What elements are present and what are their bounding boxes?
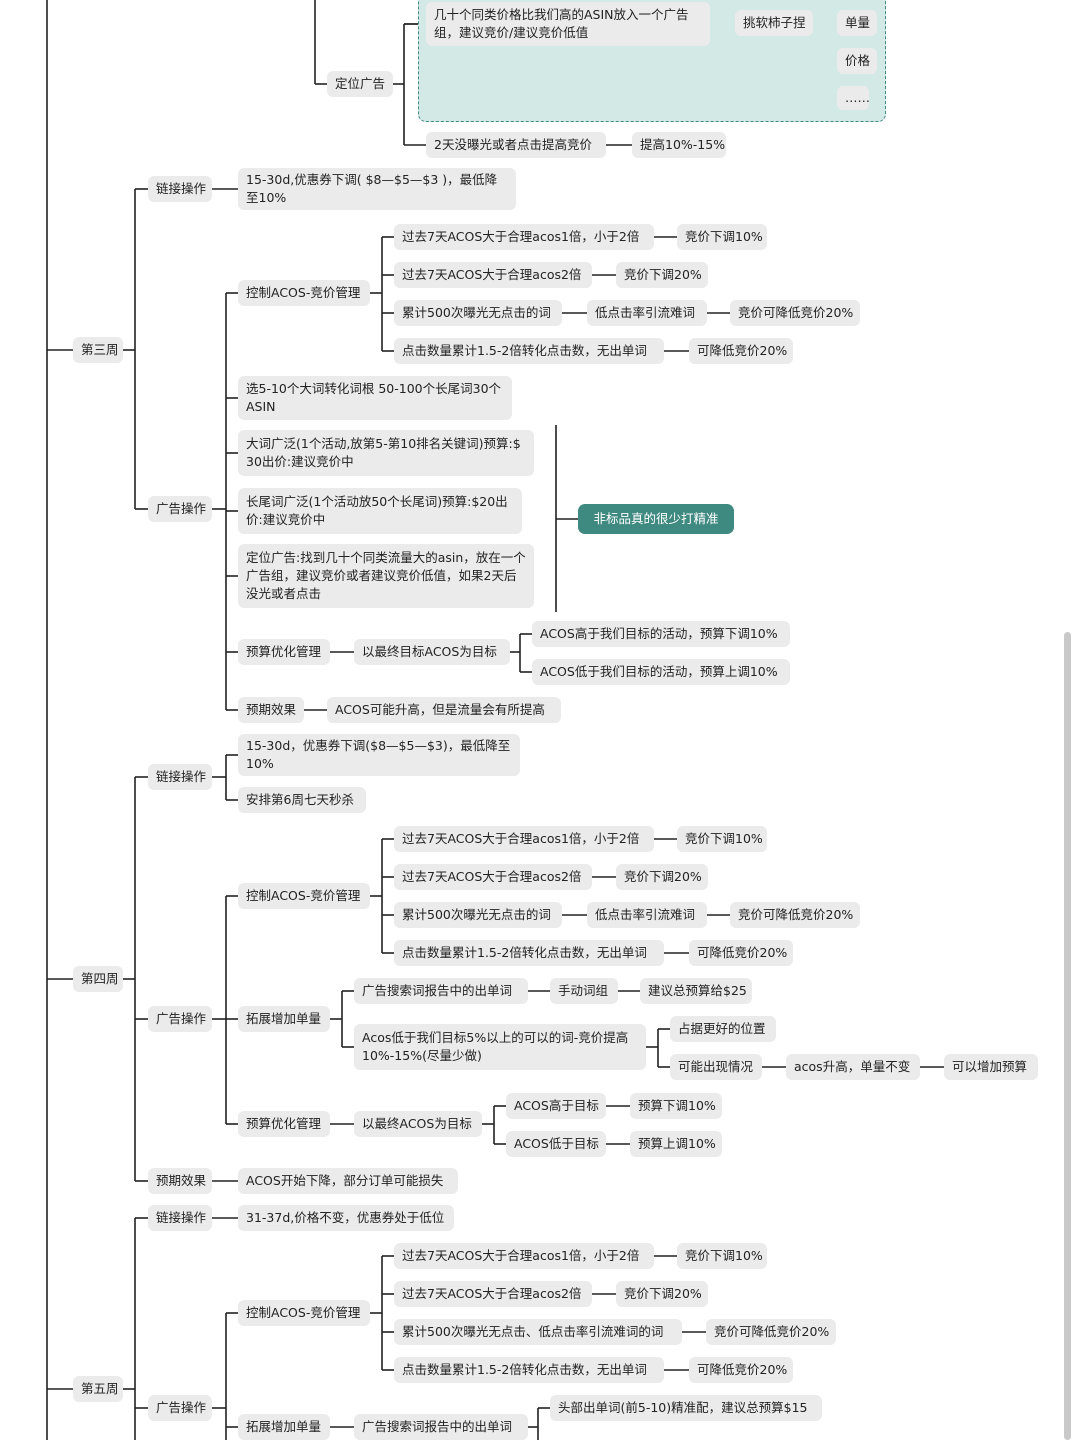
node-w5-ad-op[interactable]: 广告操作 bbox=[148, 1395, 212, 1421]
node-w4-e2b2[interactable]: 可以增加预算 bbox=[944, 1054, 1038, 1080]
node-w5-c2r[interactable]: 竞价下调20% bbox=[616, 1281, 708, 1307]
node-w4-c3[interactable]: 累计500次曝光无点击的词 bbox=[394, 902, 562, 928]
node-week5[interactable]: 第五周 bbox=[73, 1376, 123, 1402]
node-w5-e1a[interactable]: 头部出单词(前5-10)精准配，建议总预算$15 bbox=[550, 1395, 822, 1421]
node-w4-c2r[interactable]: 竞价下调20% bbox=[616, 864, 708, 890]
node-w3-a2[interactable]: 大词广泛(1个活动,放第5-第10排名关键词)预算:$ 30出价:建议竞价中 bbox=[238, 430, 534, 476]
node-w3-b2[interactable]: ACOS低于我们目标的活动，预算上调10% bbox=[532, 659, 790, 685]
node-w5-c3[interactable]: 累计500次曝光无点击、低点击率引流难词的词 bbox=[394, 1319, 682, 1345]
node-w5-price[interactable]: 31-37d,价格不变，优惠券处于低位 bbox=[238, 1205, 454, 1231]
node-w4-c1r[interactable]: 竞价下调10% bbox=[677, 826, 767, 852]
node-w4-c4[interactable]: 点击数量累计1.5-2倍转化点击数，无出单词 bbox=[394, 940, 664, 966]
node-w3-b1[interactable]: ACOS高于我们目标的活动，预算下调10% bbox=[532, 621, 790, 647]
node-w3-c2[interactable]: 过去7天ACOS大于合理acos2倍 bbox=[394, 262, 592, 288]
node-w4-budget-goal[interactable]: 以最终ACOS为目标 bbox=[354, 1111, 482, 1137]
node-w3-a4[interactable]: 定位广告:找到几十个同类流量大的asin，放在一个广告组，建议竞价或者建议竞价低… bbox=[238, 544, 534, 608]
node-w4-budget[interactable]: 预算优化管理 bbox=[238, 1111, 330, 1137]
node-w4-e1m[interactable]: 手动词组 bbox=[550, 978, 618, 1004]
node-w4-c4r[interactable]: 可降低竞价20% bbox=[689, 940, 793, 966]
node-w5-c2[interactable]: 过去7天ACOS大于合理acos2倍 bbox=[394, 1281, 592, 1307]
node-w3-budget[interactable]: 预算优化管理 bbox=[238, 639, 330, 665]
node-w3-coupon[interactable]: 15-30d,优惠券下调( $8—$5—$3 )，最低降至10% bbox=[238, 168, 516, 210]
node-w3-link-op[interactable]: 链接操作 bbox=[148, 176, 212, 202]
node-w5-link-op[interactable]: 链接操作 bbox=[148, 1205, 212, 1231]
node-w3-c3r[interactable]: 竞价可降低竞价20% bbox=[730, 300, 860, 326]
node-w5-c4r[interactable]: 可降低竞价20% bbox=[689, 1357, 793, 1383]
node-w3-c4r[interactable]: 可降低竞价20% bbox=[689, 338, 793, 364]
node-w3-ad-op[interactable]: 广告操作 bbox=[148, 496, 212, 522]
node-w5-e1[interactable]: 广告搜索词报告中的出单词 bbox=[354, 1414, 528, 1440]
node-w3-a1[interactable]: 选5-10个大词转化词根 50-100个长尾词30个ASIN bbox=[238, 376, 512, 420]
node-w4-b1[interactable]: ACOS高于目标 bbox=[506, 1093, 606, 1119]
node-w3-c1r[interactable]: 竞价下调10% bbox=[677, 224, 767, 250]
node-w4-c2[interactable]: 过去7天ACOS大于合理acos2倍 bbox=[394, 864, 592, 890]
node-week4[interactable]: 第四周 bbox=[73, 966, 123, 992]
node-raise-10-15[interactable]: 提高10%-15% bbox=[632, 132, 726, 158]
node-w3-expect[interactable]: 预期效果 bbox=[238, 697, 304, 723]
node-w4-b2[interactable]: ACOS低于目标 bbox=[506, 1131, 606, 1157]
node-w3-c2r[interactable]: 竞价下调20% bbox=[616, 262, 708, 288]
node-w4-c3m[interactable]: 低点击率引流难词 bbox=[587, 902, 707, 928]
node-w3-acos-ctrl[interactable]: 控制ACOS-竞价管理 bbox=[238, 280, 370, 306]
node-w4-e2b[interactable]: 可能出现情况 bbox=[670, 1054, 762, 1080]
node-w3-budget-goal[interactable]: 以最终目标ACOS为目标 bbox=[354, 639, 510, 665]
node-w3-c1[interactable]: 过去7天ACOS大于合理acos1倍，小于2倍 bbox=[394, 224, 654, 250]
node-w3-c3m[interactable]: 低点击率引流难词 bbox=[587, 300, 707, 326]
node-w5-c3r[interactable]: 竞价可降低竞价20% bbox=[706, 1319, 836, 1345]
node-w4-expect-v[interactable]: ACOS开始下降，部分订单可能损失 bbox=[238, 1168, 458, 1194]
node-w4-e2a[interactable]: 占据更好的位置 bbox=[670, 1016, 776, 1042]
node-w3-expect-v[interactable]: ACOS可能升高，但是流量会有所提高 bbox=[327, 697, 561, 723]
node-w4-ad-op[interactable]: 广告操作 bbox=[148, 1006, 212, 1032]
node-w4-coupon[interactable]: 15-30d，优惠券下调($8—$5—$3)，最低降至10% bbox=[238, 734, 520, 776]
node-w4-flash[interactable]: 安排第6周七天秒杀 bbox=[238, 787, 366, 813]
node-w4-e2[interactable]: Acos低于我们目标5%以上的可以的词-竞价提高10%-15%(尽量少做) bbox=[354, 1024, 646, 1070]
node-w5-c4[interactable]: 点击数量累计1.5-2倍转化点击数，无出单词 bbox=[394, 1357, 664, 1383]
node-w5-expand[interactable]: 拓展增加单量 bbox=[238, 1414, 330, 1440]
node-w5-acos-ctrl[interactable]: 控制ACOS-竞价管理 bbox=[238, 1300, 370, 1326]
node-w3-a3[interactable]: 长尾词广泛(1个活动放50个长尾词)预算:$20出价:建议竞价中 bbox=[238, 488, 522, 534]
node-w4-e2b1[interactable]: acos升高，单量不变 bbox=[786, 1054, 920, 1080]
node-dan-liang[interactable]: 单量 bbox=[837, 10, 877, 36]
node-dots[interactable]: …… bbox=[837, 86, 870, 110]
node-pick-soft[interactable]: 挑软柿子捏 bbox=[735, 10, 813, 36]
vertical-scrollbar[interactable] bbox=[1064, 632, 1071, 1440]
node-week3[interactable]: 第三周 bbox=[73, 337, 123, 363]
node-w4-c1[interactable]: 过去7天ACOS大于合理acos1倍，小于2倍 bbox=[394, 826, 654, 852]
node-w4-expand[interactable]: 拓展增加单量 bbox=[238, 1006, 330, 1032]
node-w4-b2r[interactable]: 预算上调10% bbox=[630, 1131, 722, 1157]
node-w4-c3r[interactable]: 竞价可降低竞价20% bbox=[730, 902, 860, 928]
node-w4-b1r[interactable]: 预算下调10% bbox=[630, 1093, 722, 1119]
node-jia-ge[interactable]: 价格 bbox=[837, 48, 877, 74]
node-w3-c3[interactable]: 累计500次曝光无点击的词 bbox=[394, 300, 562, 326]
node-w4-expect[interactable]: 预期效果 bbox=[148, 1168, 212, 1194]
node-w4-link-op[interactable]: 链接操作 bbox=[148, 764, 212, 790]
node-w4-e1[interactable]: 广告搜索词报告中的出单词 bbox=[354, 978, 528, 1004]
node-dingwei-ad[interactable]: 定位广告 bbox=[327, 71, 393, 97]
node-asin-group[interactable]: 几十个同类价格比我们高的ASIN放入一个广告组，建议竞价/建议竞价低值 bbox=[426, 2, 710, 46]
node-w4-acos-ctrl[interactable]: 控制ACOS-竞价管理 bbox=[238, 883, 370, 909]
node-w3-c4[interactable]: 点击数量累计1.5-2倍转化点击数，无出单词 bbox=[394, 338, 664, 364]
node-w4-e1r[interactable]: 建议总预算给$25 bbox=[640, 978, 752, 1004]
node-w5-c1[interactable]: 过去7天ACOS大于合理acos1倍，小于2倍 bbox=[394, 1243, 654, 1269]
node-w3-note[interactable]: 非标品真的很少打精准 bbox=[578, 504, 734, 534]
node-no-exposure-2d[interactable]: 2天没曝光或者点击提高竞价 bbox=[426, 132, 606, 158]
node-w5-c1r[interactable]: 竞价下调10% bbox=[677, 1243, 767, 1269]
